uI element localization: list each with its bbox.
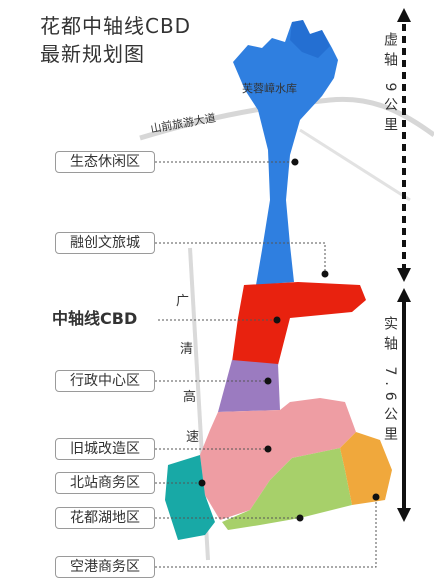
dot-airport	[372, 493, 380, 501]
dot-ecological	[291, 158, 299, 166]
road-label-guangqing-4: 速	[186, 430, 200, 445]
label-cbd: 中轴线CBD	[52, 309, 152, 331]
virtual-axis-arrow-top	[397, 8, 411, 22]
road-shanqian	[139, 96, 434, 141]
reservoir-label: 芙蓉嶂水库	[242, 82, 297, 95]
label-oldtown: 旧城改造区	[55, 438, 155, 460]
label-airport: 空港商务区	[55, 556, 155, 578]
label-admin: 行政中心区	[55, 370, 155, 392]
label-rongchuang: 融创文旅城	[55, 232, 155, 254]
real-axis-arrow-top	[397, 288, 411, 302]
map-title: 花都中轴线CBD	[40, 14, 192, 38]
road-label-guangqing-1: 广	[176, 294, 190, 309]
zone-shape-admin	[218, 360, 280, 412]
dot-oldtown	[264, 445, 272, 453]
dot-admin	[264, 377, 272, 385]
road-minor	[299, 128, 411, 202]
zone-shape-northstation	[165, 455, 215, 540]
zone-shape-cbd	[232, 282, 366, 365]
label-ecological: 生态休闲区	[55, 151, 155, 173]
zone-shape-ecological	[233, 20, 338, 285]
leader-rongchuang	[155, 242, 326, 272]
dot-cbd	[273, 316, 281, 324]
zone-shape-oldtown	[200, 398, 356, 520]
dot-northstation	[198, 479, 206, 487]
dot-huadulake	[296, 514, 304, 522]
dot-rongchuang	[321, 270, 329, 278]
label-huadulake: 花都湖地区	[55, 507, 155, 529]
zone-shape-airport	[340, 432, 392, 505]
real-axis-label: 实轴 7.6公里	[382, 316, 398, 447]
reservoir-shape	[290, 20, 330, 58]
zone-shape-huadulake	[222, 448, 352, 530]
virtual-axis-arrow-bottom	[397, 268, 411, 282]
map-subtitle: 最新规划图	[40, 42, 145, 66]
road-label-guangqing-3: 高	[183, 390, 197, 405]
label-northstation: 北站商务区	[55, 472, 155, 494]
road-label-guangqing-2: 清	[180, 342, 194, 357]
real-axis-arrow-bottom	[397, 508, 411, 522]
leader-airport	[155, 497, 377, 568]
virtual-axis-label: 虚轴 9公里	[382, 32, 398, 138]
